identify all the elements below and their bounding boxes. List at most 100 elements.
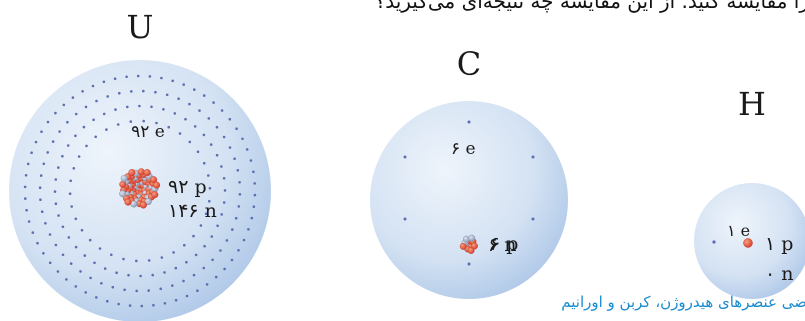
electron <box>228 146 232 149</box>
electron <box>163 271 166 274</box>
electron <box>40 210 44 213</box>
electron <box>44 222 47 225</box>
electron <box>204 212 208 215</box>
electron <box>403 155 407 159</box>
electron <box>171 284 174 287</box>
electron <box>129 120 133 123</box>
electron <box>54 111 57 115</box>
proton <box>143 169 151 177</box>
proton <box>128 168 136 176</box>
electron <box>242 238 246 242</box>
electron <box>48 261 52 265</box>
electron <box>253 193 257 197</box>
electron <box>202 161 206 165</box>
electron <box>58 130 61 133</box>
electron <box>74 134 77 138</box>
electron <box>241 137 244 141</box>
electron <box>160 76 163 80</box>
hydrogen-symbol: H <box>738 85 766 123</box>
electron <box>106 95 109 98</box>
electron <box>61 225 65 229</box>
electron <box>220 213 223 216</box>
electron <box>89 276 92 280</box>
electron <box>193 125 197 128</box>
electron <box>467 262 471 266</box>
electron <box>94 135 97 139</box>
electron <box>95 296 98 299</box>
electron <box>135 289 138 293</box>
electron <box>130 90 133 93</box>
electron <box>252 205 256 208</box>
atom-uranium: U ۹۲ e ۹۲ p ۱۴۶ n <box>9 8 271 321</box>
electron <box>199 224 203 227</box>
electron <box>253 182 256 185</box>
electron <box>182 279 185 283</box>
electron <box>174 266 178 270</box>
electron <box>127 273 130 277</box>
electron <box>182 83 185 86</box>
proton <box>471 242 478 250</box>
electron <box>105 128 108 131</box>
electron <box>110 253 113 257</box>
electron <box>54 243 58 247</box>
electron <box>123 288 126 292</box>
uranium-neutron-label: ۱۴۶ n <box>168 200 217 222</box>
electron <box>114 108 117 111</box>
electron <box>115 271 118 275</box>
electron <box>171 79 174 83</box>
electron <box>102 80 106 84</box>
carbon-nucleus <box>459 234 478 254</box>
electron <box>531 155 535 159</box>
uranium-nucleus <box>119 168 161 209</box>
neutron <box>119 190 127 198</box>
electron <box>42 162 46 166</box>
electron <box>83 254 87 257</box>
electron <box>147 259 151 262</box>
electron <box>160 256 164 259</box>
electron <box>236 169 240 172</box>
electron <box>74 112 78 116</box>
proton <box>151 191 159 199</box>
electron <box>26 162 30 166</box>
electron <box>202 94 206 97</box>
electron <box>79 270 82 273</box>
electron <box>188 140 192 144</box>
electron <box>237 205 241 208</box>
electron <box>237 249 240 252</box>
electron <box>138 104 141 108</box>
electron <box>80 228 84 232</box>
electron <box>53 190 57 193</box>
electron <box>66 144 70 147</box>
electron <box>93 261 96 265</box>
electron <box>183 243 186 247</box>
electron <box>69 179 72 183</box>
electron <box>192 234 195 238</box>
electron <box>220 165 223 168</box>
electron <box>24 174 28 177</box>
electron <box>220 109 224 112</box>
electron <box>135 259 138 263</box>
electron <box>148 75 152 78</box>
electron <box>81 90 84 93</box>
carbon-symbol: C <box>457 45 481 83</box>
proton <box>150 176 158 184</box>
electron <box>61 154 64 158</box>
electron <box>70 205 73 208</box>
electron <box>68 192 72 195</box>
electron <box>185 294 189 298</box>
electron <box>139 274 142 278</box>
electron <box>223 267 226 271</box>
electron <box>100 282 103 285</box>
electron <box>193 88 196 91</box>
proton <box>153 181 161 189</box>
electron <box>173 112 177 115</box>
figure-caption: ضی عنصرهای هیدروژن، کربن و اورانیم <box>561 293 805 311</box>
electron <box>142 119 145 123</box>
electron <box>136 74 140 78</box>
uranium-proton-label: ۹۲ p <box>168 176 207 198</box>
electron <box>82 125 86 129</box>
electron <box>140 304 144 308</box>
electron <box>84 291 87 294</box>
electron <box>74 217 78 221</box>
